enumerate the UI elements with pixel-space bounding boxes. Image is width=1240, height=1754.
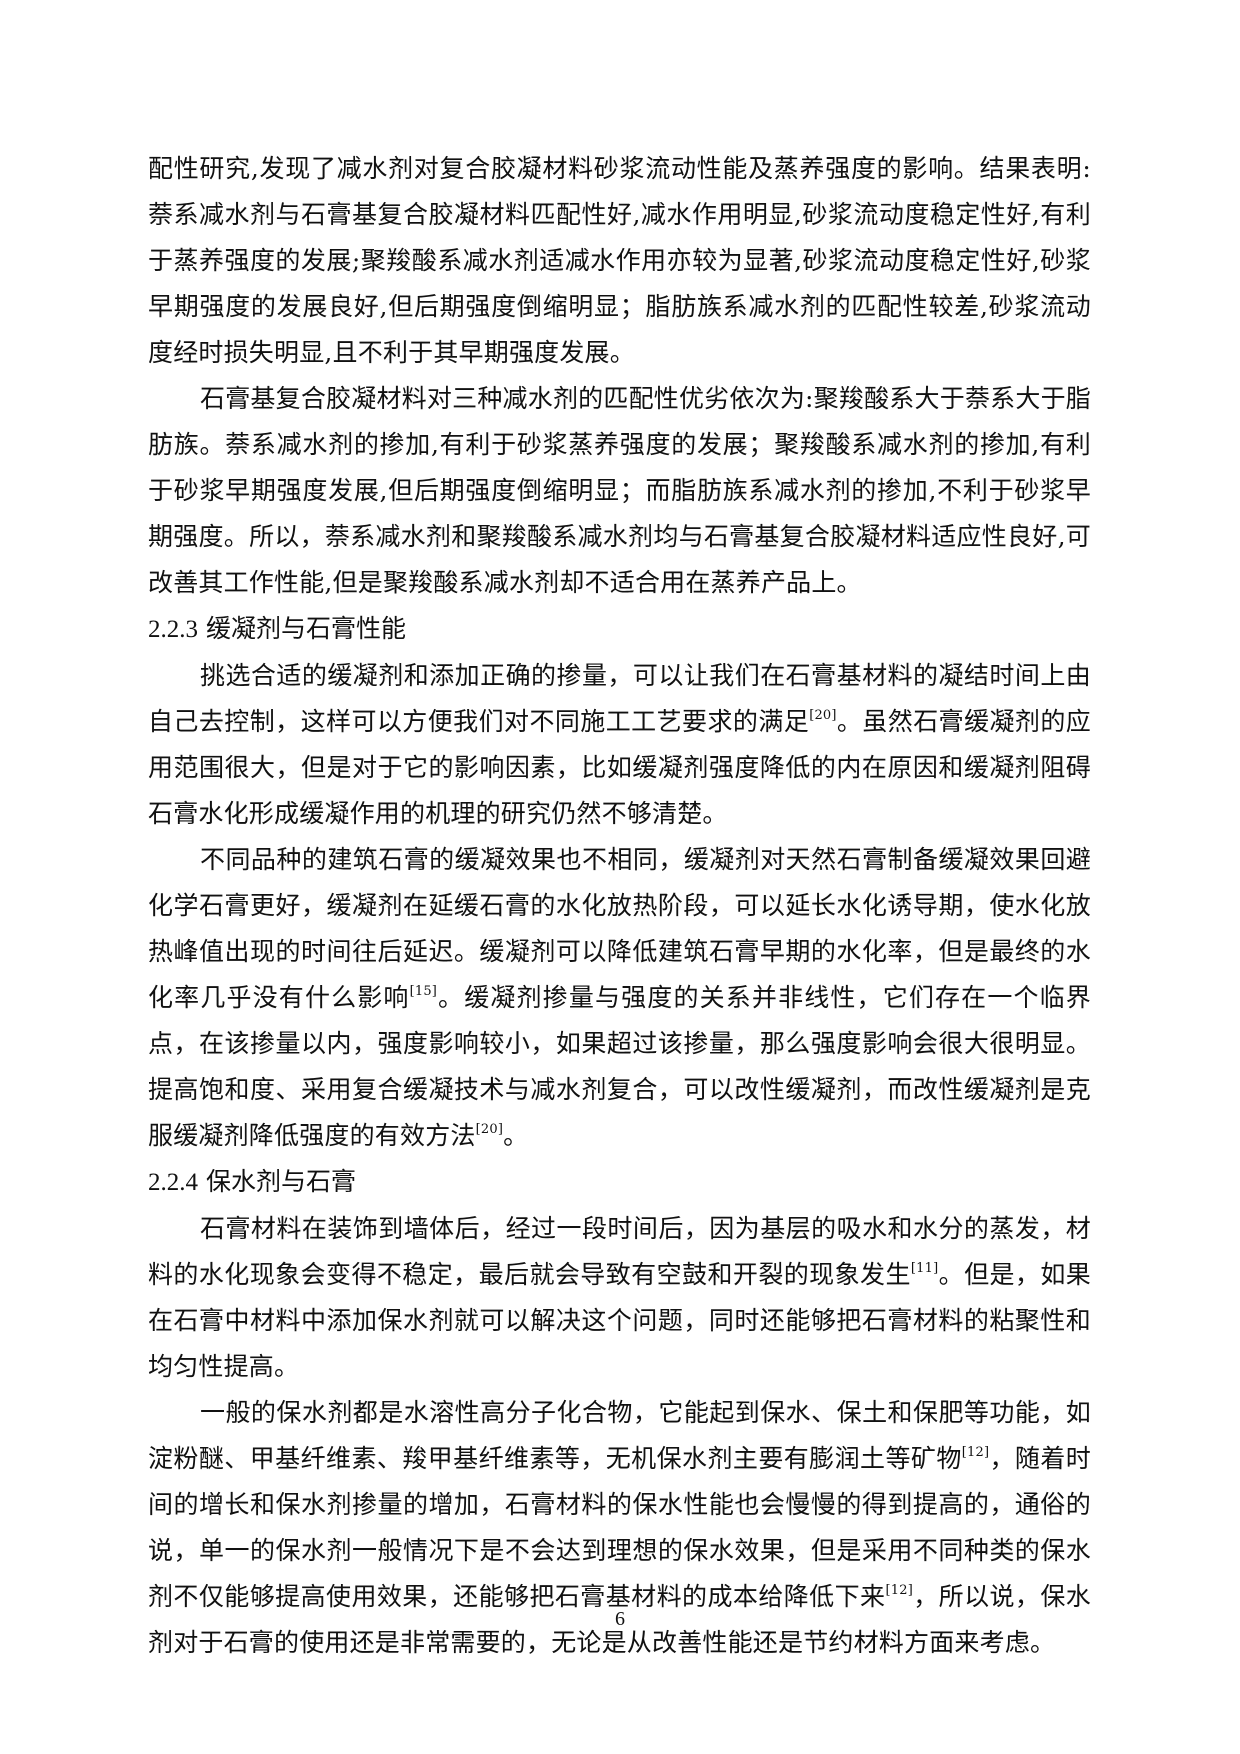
citation-marker: [15] (409, 983, 438, 999)
paragraph-text: 石膏基复合胶凝材料对三种减水剂的匹配性优劣依次为:聚羧酸系大于萘系大于脂肪族。萘… (148, 384, 1091, 597)
paragraph-text: 。虽然石膏缓凝剂的应用范围很大，但是对于它的影响因素，比如缓凝剂强度降低的内在原… (148, 707, 1091, 828)
paragraph-text: 石膏材料在装饰到墙体后，经过一段时间后，因为基层的吸水和水分的蒸发，材料的水化现… (148, 1214, 1091, 1289)
body-paragraph: 石膏材料在装饰到墙体后，经过一段时间后，因为基层的吸水和水分的蒸发，材料的水化现… (148, 1206, 1091, 1390)
paragraph-text: ，所以说，保水剂对于石膏的使用还是非常需要的，无论是从改善性能还是节约材料方面来… (148, 1582, 1091, 1657)
citation-marker: [20] (809, 707, 837, 723)
body-paragraph: 不同品种的建筑石膏的缓凝效果也不相同，缓凝剂对天然石膏制备缓凝效果回避化学石膏更… (148, 837, 1091, 1159)
paragraph-text: 。缓凝剂掺量与强度的关系并非线性，它们存在一个临界点，在该掺量以内，强度影响较小… (148, 983, 1091, 1150)
section-number: 2.2.4 (148, 1169, 198, 1196)
body-paragraph: 配性研究,发现了减水剂对复合胶凝材料砂浆流动性能及蒸养强度的影响。结果表明:萘系… (148, 146, 1091, 376)
page-number: 6 (615, 1608, 625, 1630)
paragraph-text: 。 (503, 1121, 529, 1150)
body-paragraph: 一般的保水剂都是水溶性高分子化合物，它能起到保水、保土和保肥等功能，如淀粉醚、甲… (148, 1390, 1091, 1666)
section-number: 2.2.3 (148, 616, 198, 643)
body-paragraph: 石膏基复合胶凝材料对三种减水剂的匹配性优劣依次为:聚羧酸系大于萘系大于脂肪族。萘… (148, 376, 1091, 606)
paragraph-text: 挑选合适的缓凝剂和添加正确的掺量，可以让我们在石膏基材料的凝结时间上由自己去控制… (148, 661, 1091, 736)
section-heading: 2.2.3 缓凝剂与石膏性能 (148, 606, 1091, 653)
citation-marker: [20] (475, 1121, 504, 1137)
section-title: 保水剂与石膏 (205, 1167, 356, 1196)
citation-marker: [12] (961, 1444, 990, 1460)
citation-marker: [11] (910, 1260, 939, 1276)
paragraph-text: ，随着时间的增长和保水剂掺量的增加，石膏材料的保水性能也会慢慢的得到提高的，通俗… (148, 1444, 1091, 1611)
paragraph-text: 一般的保水剂都是水溶性高分子化合物，它能起到保水、保土和保肥等功能，如淀粉醚、甲… (148, 1398, 1091, 1473)
paragraph-text: 配性研究,发现了减水剂对复合胶凝材料砂浆流动性能及蒸养强度的影响。结果表明:萘系… (148, 154, 1091, 367)
citation-marker: [12] (885, 1582, 913, 1598)
document-body: 配性研究,发现了减水剂对复合胶凝材料砂浆流动性能及蒸养强度的影响。结果表明:萘系… (148, 146, 1091, 1666)
section-heading: 2.2.4 保水剂与石膏 (148, 1159, 1091, 1206)
paragraph-text: 不同品种的建筑石膏的缓凝效果也不相同，缓凝剂对天然石膏制备缓凝效果回避化学石膏更… (148, 845, 1091, 1012)
paragraph-text: 。但是，如果在石膏中材料中添加保水剂就可以解决这个问题，同时还能够把石膏材料的粘… (148, 1260, 1091, 1381)
section-title: 缓凝剂与石膏性能 (205, 614, 406, 643)
body-paragraph: 挑选合适的缓凝剂和添加正确的掺量，可以让我们在石膏基材料的凝结时间上由自己去控制… (148, 653, 1091, 837)
